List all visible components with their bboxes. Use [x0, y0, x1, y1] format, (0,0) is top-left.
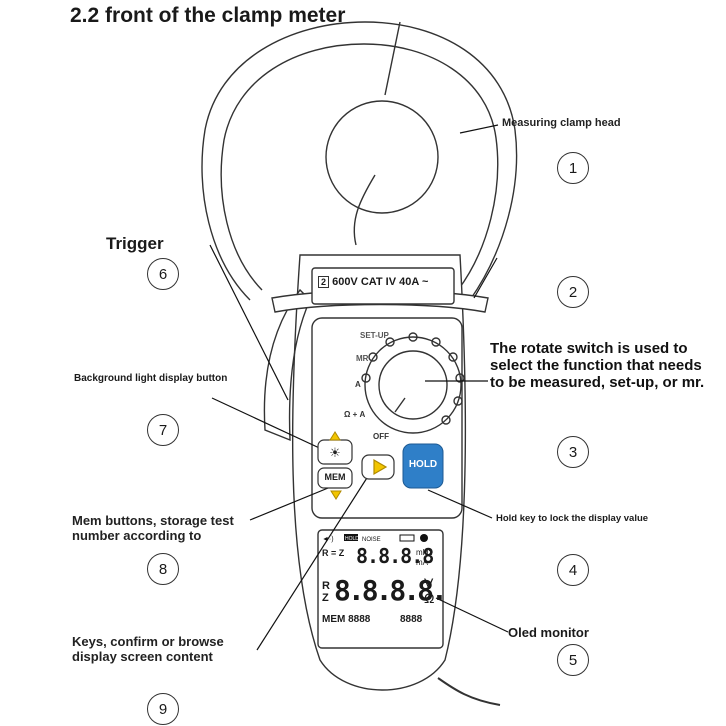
- leader-keys: [256, 469, 373, 651]
- label-trigger: Trigger: [106, 234, 164, 253]
- lcd-row1-prefix: R = Z: [322, 548, 345, 558]
- lcd-row1-units: mHz mA: [416, 548, 433, 567]
- rotary-dial-teeth: [361, 332, 465, 425]
- callout-number-8: 8: [147, 553, 179, 585]
- callout-number-6: 6: [147, 258, 179, 290]
- mem-button-label[interactable]: MEM: [324, 472, 346, 482]
- lcd-top-icons: ◄·): [322, 536, 334, 543]
- browse-button: [361, 454, 395, 480]
- hold-button-label[interactable]: HOLD: [408, 459, 438, 470]
- dial-ohm-a-label: Ω + A: [344, 410, 366, 419]
- dial-mr-label: MR: [356, 354, 369, 363]
- label-rotate-switch: The rotate switch is used to select the …: [490, 340, 705, 391]
- callout-number-7: 7: [147, 414, 179, 446]
- clamp-opening: [325, 100, 439, 214]
- svg-text:☀: ☀: [329, 445, 341, 460]
- leader-clamp-head: [459, 124, 499, 134]
- dial-a-label: A: [355, 380, 361, 389]
- rating-text: 2 600V CAT IV 40A ~: [318, 276, 428, 288]
- rating-plate: [311, 267, 455, 305]
- clamp-jaw-split: [384, 21, 401, 96]
- cord: [437, 677, 501, 706]
- lcd-screen-frame: [317, 529, 444, 649]
- callout-number-2: 2: [557, 276, 589, 308]
- rotary-dial-outer: [364, 336, 462, 434]
- up-arrow-icon: [329, 431, 341, 441]
- lcd-row3-right: 8888: [400, 614, 423, 625]
- leader-guard: [473, 257, 498, 299]
- label-clamp-head: Measuring clamp head: [502, 117, 621, 129]
- leader-oled: [435, 597, 509, 633]
- leader-hold: [427, 489, 493, 519]
- down-arrow-icon: [330, 490, 342, 500]
- rotary-dial-inner: [378, 350, 448, 420]
- lcd-row2-prefix: R Z: [322, 580, 330, 604]
- lcd-row3-left: MEM 8888: [322, 614, 371, 625]
- backlight-button: ☀: [317, 439, 353, 465]
- label-keys-confirm: Keys, confirm or browse display screen c…: [72, 634, 224, 664]
- callout-number-5: 5: [557, 644, 589, 676]
- rating-value: 600V CAT IV 40A: [332, 276, 419, 288]
- label-mem-buttons: Mem buttons, storage test number accordi…: [72, 513, 234, 543]
- svg-text:NOISE: NOISE: [362, 537, 381, 543]
- lcd-row2-units: V Ω: [424, 575, 435, 606]
- leader-mem: [249, 485, 334, 521]
- callout-number-4: 4: [557, 554, 589, 586]
- label-backlight: Background light display button: [74, 373, 228, 384]
- mem-button: [317, 467, 353, 489]
- clamp-head-inner-outline: [220, 43, 499, 291]
- callout-number-9: 9: [147, 693, 179, 725]
- callout-number-3: 3: [557, 436, 589, 468]
- page-title: 2.2 front of the clamp meter: [70, 4, 346, 27]
- lcd-row1-digits: 8.8.8.8: [356, 544, 434, 568]
- label-hold-key: Hold key to lock the display value: [496, 513, 649, 524]
- lcd-row2-digits: 8.8.8.8.: [334, 574, 448, 607]
- svg-text:HOLD: HOLD: [345, 536, 359, 542]
- clamp-head-outline: [201, 21, 518, 301]
- leader-trigger: [209, 244, 289, 401]
- dial-off-label: OFF: [373, 432, 389, 441]
- label-oled: Oled monitor: [508, 625, 589, 640]
- dial-setup-label: SET-UP: [360, 331, 389, 340]
- callout-number-1: 1: [557, 152, 589, 184]
- trigger-outline: [263, 288, 311, 442]
- front-panel: [311, 317, 463, 519]
- leader-backlight: [211, 397, 329, 453]
- hold-button-shape: [402, 443, 444, 489]
